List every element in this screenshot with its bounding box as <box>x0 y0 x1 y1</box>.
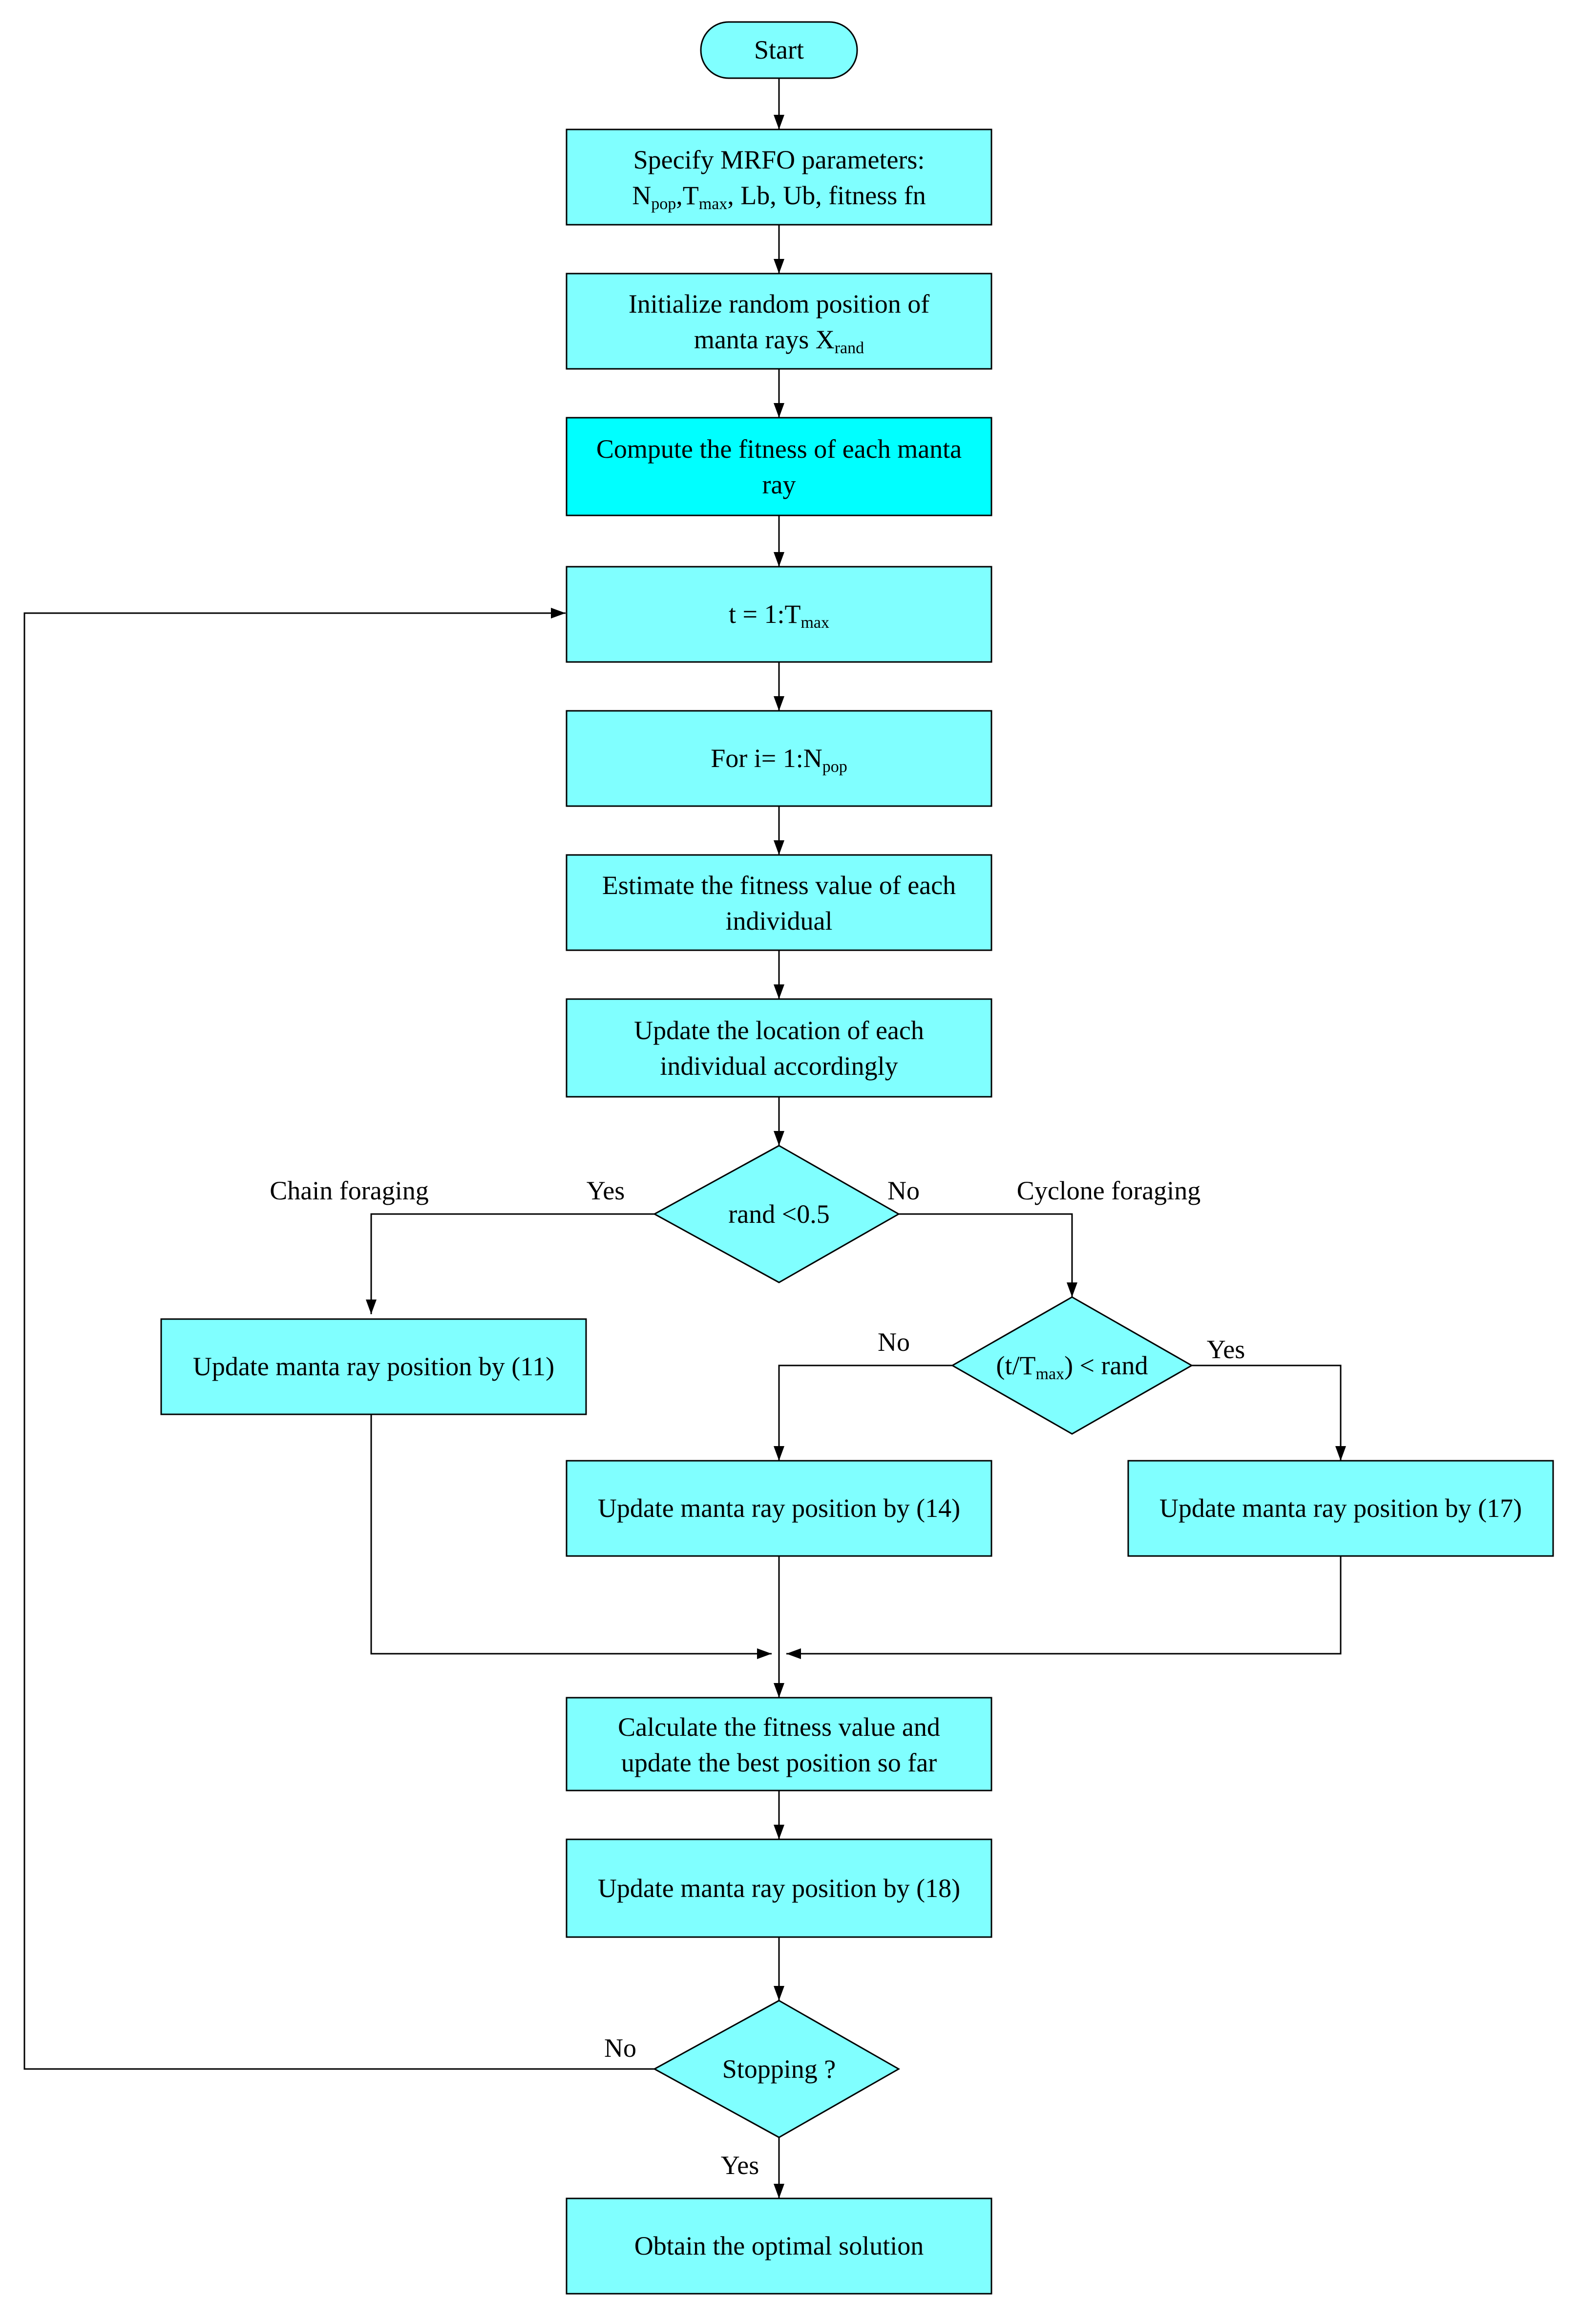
specify-line1: Specify MRFO parameters: <box>633 145 925 174</box>
decision-rand-label: rand <0.5 <box>728 1199 829 1229</box>
calc-line1: Calculate the fitness value and <box>618 1712 940 1742</box>
arrow-loop-back <box>23 608 654 2070</box>
node-update11: Update manta ray position by (11) <box>160 1318 587 1415</box>
arrow-to-update14 <box>774 1365 952 1461</box>
node-update17: Update manta ray position by (17) <box>1127 1460 1554 1557</box>
init-line2-main: manta rays X <box>694 325 835 354</box>
decision-t-no: No <box>878 1327 910 1357</box>
arrow-cyclone-foraging <box>899 1213 1077 1297</box>
start-terminal <box>700 21 858 79</box>
update18-label: Update manta ray position by (18) <box>598 1874 960 1903</box>
arrow-update17-merge <box>786 1556 1342 1659</box>
specify-n-sub: pop <box>651 195 676 213</box>
stop-label: Stopping ? <box>722 2054 836 2084</box>
loop-i-sub: pop <box>822 758 847 776</box>
stop-no: No <box>604 2033 636 2063</box>
node-optimal: Obtain the optimal solution <box>566 2197 992 2295</box>
node-loop-i: For i= 1:Npop <box>566 710 992 807</box>
loop-t-box <box>566 566 992 663</box>
node-start: Start <box>700 21 858 79</box>
decision-rand-yes: Yes <box>587 1176 625 1205</box>
init-line2-sub: rand <box>835 339 864 357</box>
specify-box <box>566 128 992 226</box>
arrow-chain-foraging <box>366 1213 654 1314</box>
node-calc: Calculate the fitness value and update t… <box>566 1697 992 1791</box>
estimate-box <box>566 854 992 951</box>
stop-yes: Yes <box>721 2151 759 2180</box>
node-stop: Stopping ? No Yes <box>604 2000 901 2180</box>
compute-line2: ray <box>762 470 796 499</box>
node-compute: Compute the fitness of each manta ray <box>566 417 992 516</box>
decision-t-diamond <box>950 1296 1194 1435</box>
compute-line1: Compute the fitness of each manta <box>596 434 962 464</box>
init-box <box>566 273 992 370</box>
loop-t-label: t = 1:Tmax <box>729 599 829 632</box>
update11-box <box>160 1318 587 1415</box>
specify-line2: Npop,Tmax, Lb, Ub, fitness fn <box>632 181 926 213</box>
node-update-location: Update the location of each individual a… <box>566 998 992 1098</box>
loop-i-main: For i= 1:N <box>711 744 822 773</box>
init-line2: manta rays Xrand <box>694 325 864 357</box>
optimal-box <box>566 2197 992 2295</box>
init-line1: Initialize random position of <box>629 289 929 319</box>
decision-t-sub: max <box>1036 1365 1065 1383</box>
decision-t-close: ) < rand <box>1064 1351 1148 1380</box>
update18-box <box>566 1838 992 1938</box>
update-location-line2: individual accordingly <box>660 1051 898 1081</box>
decision-rand-diamond <box>653 1145 901 1283</box>
chain-foraging-label: Chain foraging <box>270 1176 428 1205</box>
loop-i-box <box>566 710 992 807</box>
estimate-line2: individual <box>726 906 833 936</box>
node-specify: Specify MRFO parameters: Npop,Tmax, Lb, … <box>566 128 992 226</box>
specify-n: N <box>632 181 651 210</box>
arrow-update11-merge <box>370 1412 772 1659</box>
decision-t-yes: Yes <box>1207 1335 1245 1364</box>
connectors <box>23 78 1346 2198</box>
update11-label: Update manta ray position by (11) <box>193 1352 554 1381</box>
loop-t-sub: max <box>800 614 829 632</box>
update17-box <box>1127 1460 1554 1557</box>
start-label: Start <box>754 35 804 64</box>
node-loop-t: t = 1:Tmax <box>566 566 992 663</box>
stop-diamond <box>653 2000 901 2138</box>
update-location-line1: Update the location of each <box>634 1016 924 1045</box>
node-update14: Update manta ray position by (14) <box>566 1460 992 1557</box>
loop-t-main: t = 1:T <box>729 599 800 629</box>
decision-rand-no: No <box>887 1176 920 1205</box>
decision-t-open: (t/T <box>996 1351 1036 1380</box>
node-decision-t: (t/Tmax) < rand No Yes <box>878 1296 1245 1435</box>
arrow-to-update17 <box>1192 1365 1346 1461</box>
update14-box <box>566 1460 992 1557</box>
specify-t: T <box>683 181 699 210</box>
estimate-line1: Estimate the fitness value of each <box>602 871 956 900</box>
cyclone-foraging-label: Cyclone foraging <box>1017 1176 1200 1205</box>
calc-line2: update the best position so far <box>621 1748 937 1777</box>
update-location-box <box>566 998 992 1098</box>
specify-comma: , <box>676 181 683 210</box>
node-update18: Update manta ray position by (18) <box>566 1838 992 1938</box>
optimal-label: Obtain the optimal solution <box>634 2231 924 2260</box>
update17-label: Update manta ray position by (17) <box>1159 1493 1522 1523</box>
compute-box <box>566 417 992 516</box>
node-init: Initialize random position of manta rays… <box>566 273 992 370</box>
calc-box <box>566 1697 992 1791</box>
specify-t-sub: max <box>699 195 728 213</box>
node-estimate: Estimate the fitness value of each indiv… <box>566 854 992 951</box>
loop-i-label: For i= 1:Npop <box>711 744 847 776</box>
specify-rest: , Lb, Ub, fitness fn <box>727 181 926 210</box>
update14-label: Update manta ray position by (14) <box>598 1493 960 1523</box>
decision-t-label: (t/Tmax) < rand <box>996 1351 1148 1383</box>
node-decision-rand: rand <0.5 Yes No Chain foraging Cyclone … <box>270 1145 1200 1283</box>
